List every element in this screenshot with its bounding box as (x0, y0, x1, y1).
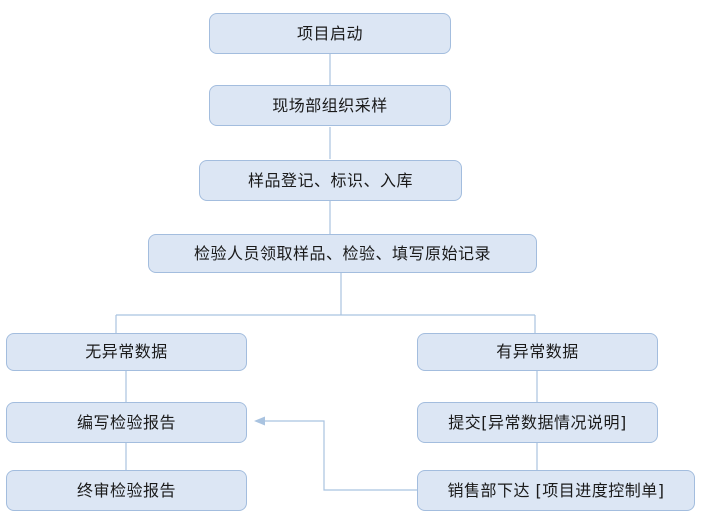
node-inspect[interactable]: 检验人员领取样品、检验、填写原始记录 (148, 234, 537, 273)
node-final-report[interactable]: 终审检验报告 (6, 470, 247, 511)
node-register[interactable]: 样品登记、标识、入库 (199, 160, 462, 201)
node-submit-note[interactable]: 提交[异常数据情况说明] (417, 402, 658, 443)
node-submit-note-label: 提交[异常数据情况说明] (448, 412, 627, 432)
node-write-report[interactable]: 编写检验报告 (6, 402, 247, 443)
edge-salesorder-writereport-feedback (262, 420, 417, 491)
node-no-anomaly-label: 无异常数据 (85, 342, 168, 362)
node-sales-order[interactable]: 销售部下达 [项目进度控制单] (417, 470, 695, 511)
feedback-arrowhead (254, 416, 265, 426)
node-write-report-label: 编写检验报告 (76, 412, 176, 432)
node-start-label: 项目启动 (296, 23, 363, 43)
node-start[interactable]: 项目启动 (209, 13, 451, 54)
node-sampling-label: 现场部组织采样 (272, 95, 388, 115)
node-sampling[interactable]: 现场部组织采样 (209, 85, 451, 126)
node-final-report-label: 终审检验报告 (76, 480, 176, 500)
node-inspect-label: 检验人员领取样品、检验、填写原始记录 (193, 243, 491, 263)
node-sales-order-label: 销售部下达 [项目进度控制单] (447, 480, 665, 500)
node-has-anomaly-label: 有异常数据 (496, 342, 579, 362)
node-no-anomaly[interactable]: 无异常数据 (6, 333, 247, 371)
node-register-label: 样品登记、标识、入库 (247, 170, 413, 190)
node-has-anomaly[interactable]: 有异常数据 (417, 333, 658, 371)
